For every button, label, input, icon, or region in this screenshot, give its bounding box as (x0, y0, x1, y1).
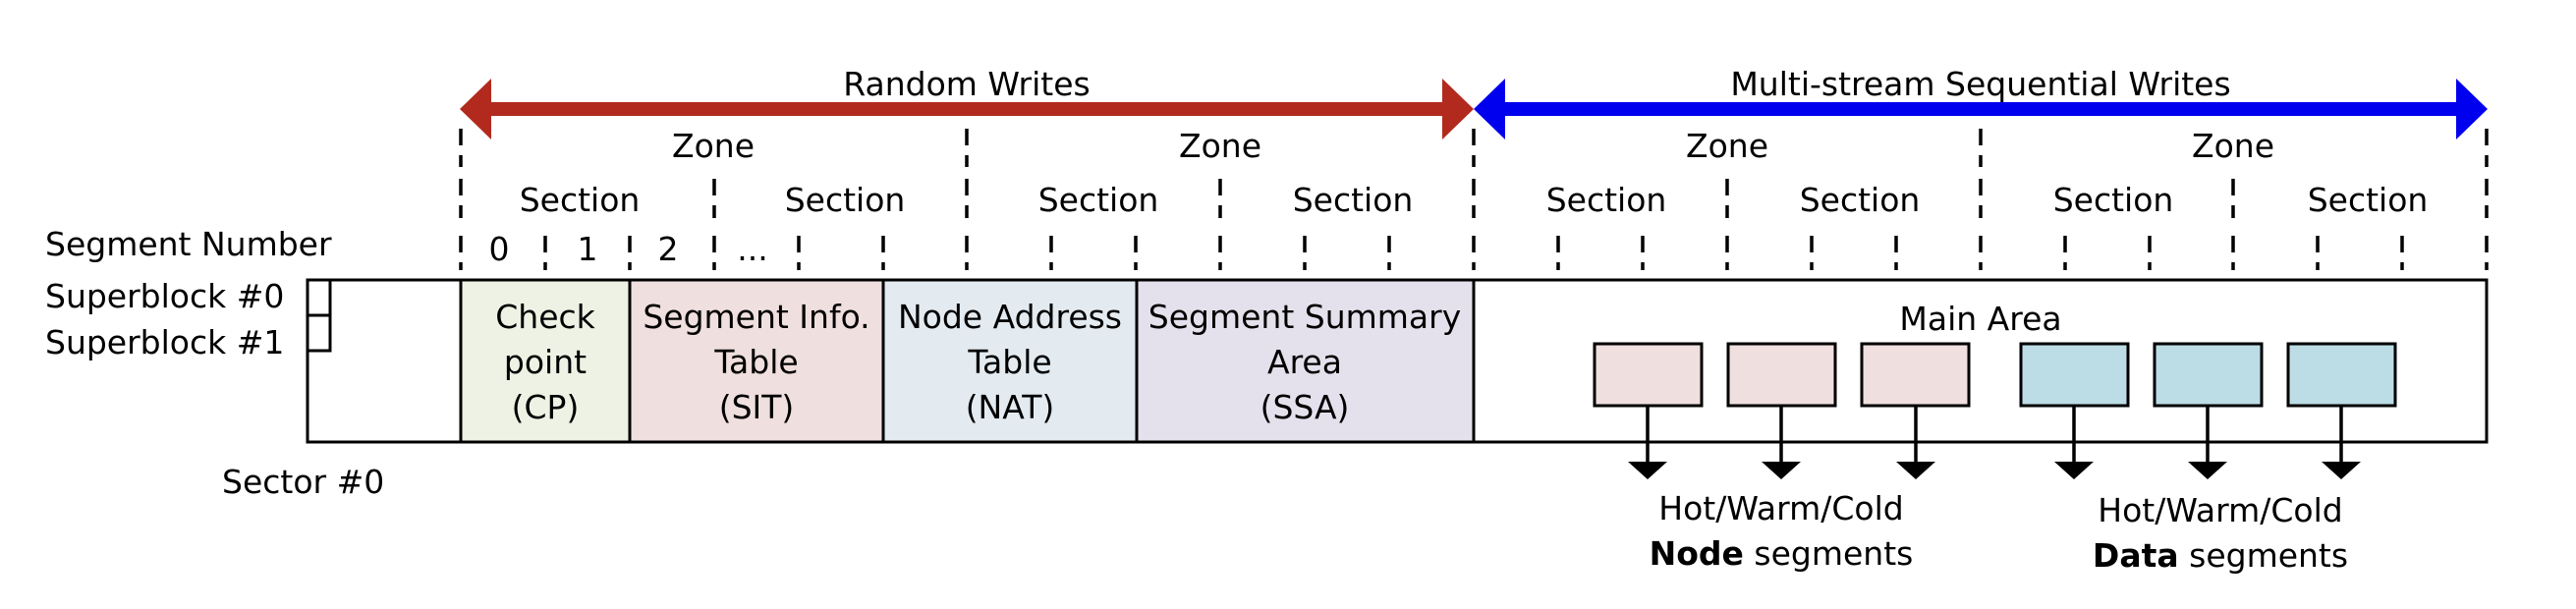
cp-line-2: point (504, 343, 587, 381)
superblock-1-label: Superblock #1 (45, 323, 284, 361)
data-segment (2153, 342, 2264, 408)
segment-down-arrows (1628, 406, 2361, 479)
ssa-area-label: Segment Summary Area (SSA) (1148, 298, 1461, 426)
data-segments (2019, 342, 2397, 408)
segment-number: 0 (489, 230, 510, 268)
superblock-0-label: Superblock #0 (45, 277, 284, 315)
segment-number: 2 (658, 230, 679, 268)
section-label: Section (2053, 181, 2174, 219)
down-arrow-icon (1896, 406, 1935, 479)
nat-line-2: Table (967, 343, 1051, 381)
segment-numbers: Segment Number 0 1 2 ... (45, 225, 768, 268)
cp-line-3: (CP) (512, 388, 580, 426)
node-segments-caption: Hot/Warm/Cold Node segments (1650, 489, 1914, 573)
main-area-label: Main Area (1899, 300, 2061, 338)
sit-area-label: Segment Info. Table (SIT) (643, 298, 869, 426)
down-arrow-icon (2188, 406, 2227, 479)
section-label: Section (1038, 181, 1159, 219)
data-segment (2286, 342, 2397, 408)
segment-number: 1 (578, 230, 598, 268)
node-caption-rest: segments (1744, 534, 1913, 573)
checkpoint-area-label: Check point (CP) (495, 298, 595, 426)
zone-row (459, 129, 2489, 167)
random-writes-arrow: Random Writes (460, 65, 1474, 139)
segment-number: ... (737, 230, 767, 268)
down-arrow-icon (1762, 406, 1801, 479)
ssa-area (1135, 278, 1476, 444)
section-label: Section (1293, 181, 1414, 219)
ssa-line-3: (SSA) (1260, 388, 1350, 426)
sequential-writes-arrow: Multi-stream Sequential Writes (1474, 65, 2488, 139)
sector-0-label: Sector #0 (222, 463, 384, 501)
data-caption-rest: segments (2179, 536, 2348, 575)
random-writes-right-head (1442, 79, 1474, 139)
nat-area-label: Node Address Table (NAT) (898, 298, 1122, 426)
zone-label: Zone (1686, 127, 1768, 165)
data-segments-caption: Hot/Warm/Cold Data segments (2093, 491, 2348, 575)
ssa-line-2: Area (1267, 343, 1342, 381)
sequential-writes-left-head (1474, 79, 1505, 139)
data-segment (2019, 342, 2130, 408)
ssa-line-1: Segment Summary (1148, 298, 1461, 336)
node-segment (1860, 342, 1971, 408)
zone-labels: Zone Zone Zone Zone (672, 127, 2274, 165)
sit-line-1: Segment Info. (643, 298, 869, 336)
section-label: Section (1800, 181, 1921, 219)
sequential-writes-right-head (2456, 79, 2488, 139)
nat-line-3: (NAT) (966, 388, 1055, 426)
section-labels: Section Section Section Section Section … (520, 181, 2429, 219)
data-caption-bold: Data (2093, 536, 2179, 575)
node-caption-line-2: Node segments (1650, 534, 1914, 573)
zone-label: Zone (672, 127, 755, 165)
superblock-0-block (306, 278, 332, 317)
sit-line-2: Table (713, 343, 798, 381)
random-writes-label: Random Writes (843, 65, 1090, 103)
sit-area (628, 278, 885, 444)
nat-line-1: Node Address (898, 298, 1122, 336)
down-arrow-icon (1628, 406, 1667, 479)
node-segment (1593, 342, 1704, 408)
superblock-labels: Superblock #0 Superblock #1 (45, 277, 284, 361)
segment-row (459, 236, 2489, 270)
zone-label: Zone (1179, 127, 1261, 165)
node-segment (1726, 342, 1837, 408)
down-arrow-icon (2054, 406, 2094, 479)
node-segments (1593, 342, 1971, 408)
superblock-1-block (306, 313, 332, 353)
section-label: Section (520, 181, 641, 219)
cp-line-1: Check (495, 298, 595, 336)
node-caption-line-1: Hot/Warm/Cold (1658, 489, 1903, 527)
data-caption-line-1: Hot/Warm/Cold (2098, 491, 2342, 529)
segment-number-label: Segment Number (45, 225, 332, 263)
section-label: Section (785, 181, 906, 219)
nat-area (881, 278, 1139, 444)
checkpoint-area (459, 278, 632, 444)
random-writes-left-head (460, 79, 491, 139)
sit-line-3: (SIT) (719, 388, 795, 426)
section-label: Section (1546, 181, 1667, 219)
down-arrow-icon (2322, 406, 2361, 479)
data-caption-line-2: Data segments (2093, 536, 2348, 575)
node-caption-bold: Node (1650, 534, 1744, 573)
zone-label: Zone (2192, 127, 2274, 165)
section-row (459, 179, 2489, 218)
sequential-writes-label: Multi-stream Sequential Writes (1730, 65, 2230, 103)
section-label: Section (2308, 181, 2429, 219)
superblock-region (306, 278, 463, 444)
